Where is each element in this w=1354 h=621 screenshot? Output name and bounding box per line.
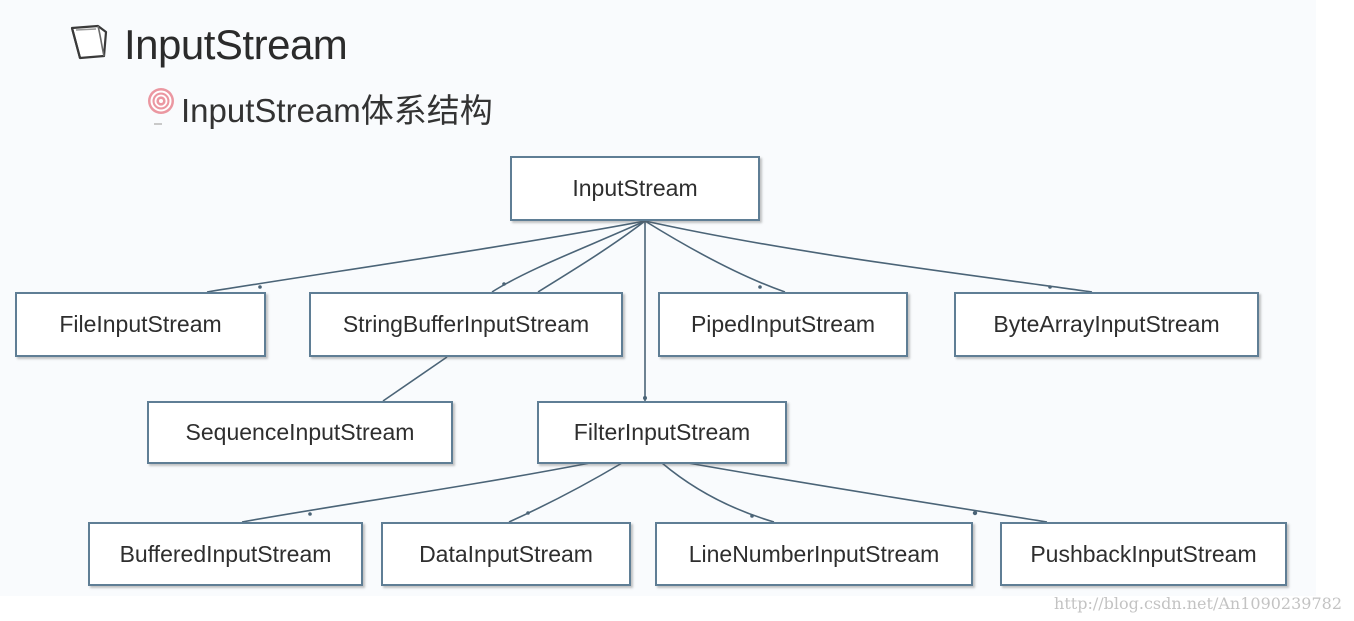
- node-pushbackinputstream: PushbackInputStream: [1000, 522, 1287, 586]
- edge-filter-linenumber: [661, 462, 775, 523]
- node-datainputstream: DataInputStream: [381, 522, 631, 586]
- page-subtitle: InputStream体系结构: [181, 92, 493, 129]
- edge-root-bytearray: [644, 220, 1093, 293]
- node-inputstream: InputStream: [510, 156, 760, 221]
- edge-filter-data: [508, 462, 623, 523]
- node-bufferedinputstream: BufferedInputStream: [88, 522, 363, 586]
- edge-filter-buffered: [241, 462, 591, 523]
- node-stringbufferinputstream: StringBufferInputStream: [309, 292, 623, 357]
- node-fileinputstream: FileInputStream: [15, 292, 266, 357]
- node-pipedinputstream: PipedInputStream: [658, 292, 908, 357]
- page-title: InputStream: [124, 21, 348, 68]
- edge-root-piped: [644, 220, 786, 293]
- edge-filter-pushback: [687, 462, 1048, 523]
- edge-stringbuffer-sequence: [382, 356, 448, 402]
- node-sequenceinputstream: SequenceInputStream: [147, 401, 453, 464]
- node-bytearrayinputstream: ByteArrayInputStream: [954, 292, 1259, 357]
- node-filterinputstream: FilterInputStream: [537, 401, 787, 464]
- bullet-icon: [148, 88, 174, 125]
- node-linenumberinputstream: LineNumberInputStream: [655, 522, 973, 586]
- watermark: http://blog.csdn.net/An1090239782: [1054, 594, 1342, 613]
- edge-root-stringbuffer-b: [537, 220, 646, 293]
- notebook-icon: [70, 24, 108, 60]
- edge-root-file: [206, 220, 646, 293]
- edge-root-stringbuffer-a: [491, 220, 646, 293]
